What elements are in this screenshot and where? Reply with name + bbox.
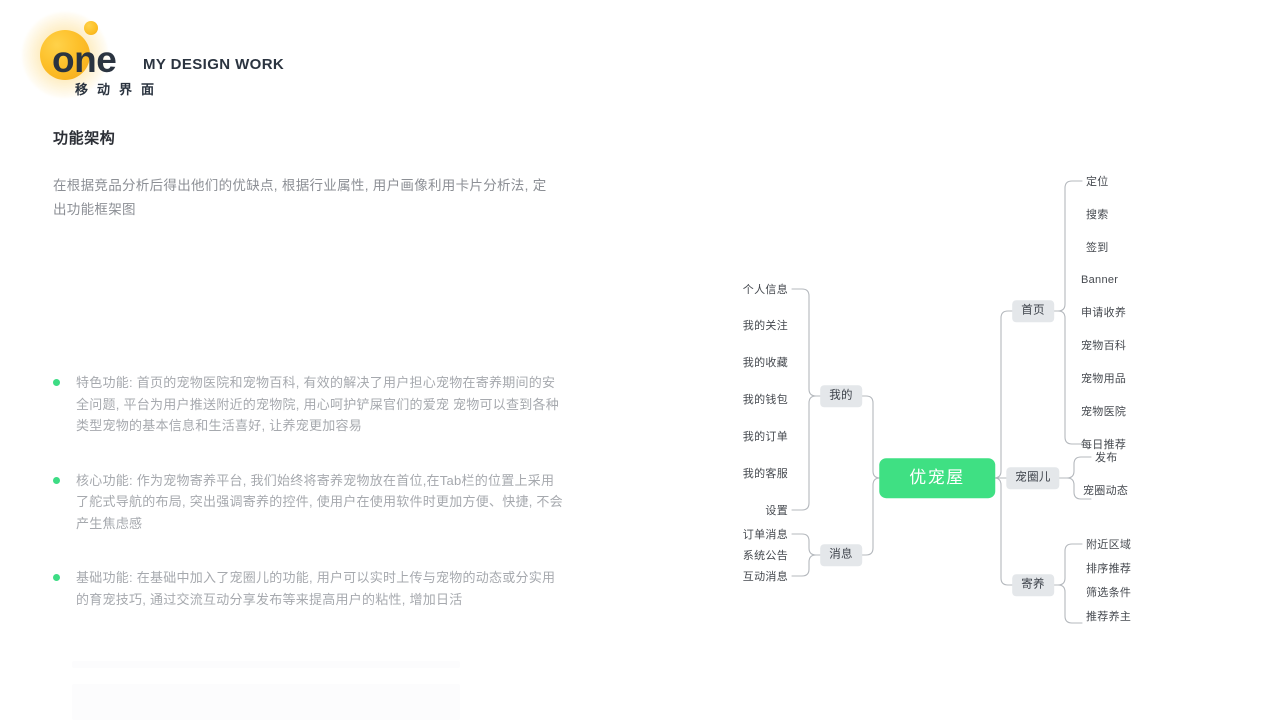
- placeholder-bar: [72, 661, 460, 668]
- mindmap-branch-shouye[interactable]: 首页: [1012, 300, 1054, 322]
- mindmap-leaf[interactable]: 我的钱包: [742, 394, 788, 406]
- section-description: 在根据竞品分析后得出他们的优缺点, 根据行业属性, 用户画像利用卡片分析法, 定…: [53, 178, 547, 217]
- mindmap-leaf[interactable]: 排序推荐: [1086, 563, 1132, 575]
- feature-bullet-list: 特色功能: 首页的宠物医院和宠物百科, 有效的解决了用户担心宠物在寄养期间的安全…: [53, 372, 563, 643]
- mindmap-leaf[interactable]: 筛选条件: [1086, 587, 1132, 599]
- list-item-text: 特色功能: 首页的宠物医院和宠物百科, 有效的解决了用户担心宠物在寄养期间的安全…: [76, 375, 560, 433]
- page-title: 功能架构: [53, 130, 116, 147]
- function-architecture-mindmap: 优宠屋 我的 消息 首页 宠圈儿 寄养 个人信息 我的关注 我的收藏 我的钱包 …: [740, 150, 1280, 650]
- mindmap-leaf[interactable]: 我的客服: [742, 468, 788, 480]
- list-item-text: 核心功能: 作为宠物寄养平台, 我们始终将寄养宠物放在首位,在Tab栏的位置上采…: [76, 472, 563, 531]
- mindmap-leaf[interactable]: 我的收藏: [742, 357, 788, 369]
- brand-logo: one MY DESIGN WORK 移动界面: [22, 8, 322, 98]
- mindmap-leaf[interactable]: 个人信息: [742, 284, 788, 296]
- mindmap-leaf[interactable]: 宠物医院: [1081, 406, 1127, 418]
- mindmap-leaf[interactable]: 订单消息: [742, 529, 788, 541]
- mindmap-branch-xiaoxi[interactable]: 消息: [820, 544, 862, 566]
- mindmap-root-node[interactable]: 优宠屋: [879, 458, 995, 498]
- mindmap-leaf[interactable]: 宠圈动态: [1083, 485, 1129, 497]
- logo-tagline: MY DESIGN WORK: [143, 56, 285, 73]
- mindmap-branch-jiyang[interactable]: 寄养: [1012, 574, 1054, 596]
- list-item: 特色功能: 首页的宠物医院和宠物百科, 有效的解决了用户担心宠物在寄养期间的安全…: [53, 372, 563, 437]
- mindmap-leaf[interactable]: 我的订单: [742, 431, 788, 443]
- mindmap-leaf[interactable]: 每日推荐: [1081, 439, 1127, 451]
- mindmap-branch-wode[interactable]: 我的: [820, 385, 862, 407]
- placeholder-block: [72, 684, 460, 720]
- mindmap-leaf[interactable]: 设置: [765, 505, 788, 517]
- mindmap-leaf[interactable]: 定位: [1086, 176, 1109, 188]
- mindmap-leaf[interactable]: 我的关注: [742, 320, 788, 332]
- mindmap-leaf[interactable]: 签到: [1086, 242, 1109, 254]
- mindmap-leaf[interactable]: 发布: [1095, 452, 1118, 464]
- logo-dot-icon: [84, 21, 98, 35]
- bullet-dot-icon: [53, 379, 60, 386]
- mindmap-leaf[interactable]: 系统公告: [742, 550, 788, 562]
- mindmap-leaf[interactable]: 宠物百科: [1081, 340, 1127, 352]
- mindmap-leaf[interactable]: Banner: [1081, 274, 1119, 286]
- logo-circle-icon: [40, 30, 90, 80]
- mindmap-leaf[interactable]: 申请收养: [1081, 307, 1127, 319]
- list-item: 核心功能: 作为宠物寄养平台, 我们始终将寄养宠物放在首位,在Tab栏的位置上采…: [53, 470, 563, 535]
- mindmap-branch-chongquaner[interactable]: 宠圈儿: [1006, 467, 1060, 489]
- mindmap-leaf[interactable]: 宠物用品: [1081, 373, 1127, 385]
- mindmap-leaf[interactable]: 搜索: [1086, 209, 1109, 221]
- mindmap-leaf[interactable]: 互动消息: [742, 571, 788, 583]
- logo-subtitle: 移动界面: [75, 82, 164, 97]
- mindmap-leaf[interactable]: 推荐养主: [1086, 611, 1132, 623]
- list-item-text: 基础功能: 在基础中加入了宠圈儿的功能, 用户可以实时上传与宠物的动态或分实用的…: [76, 570, 556, 607]
- bullet-dot-icon: [53, 476, 60, 484]
- logo-wordmark: one: [52, 39, 117, 80]
- bullet-dot-icon: [53, 574, 60, 581]
- list-item: 基础功能: 在基础中加入了宠圈儿的功能, 用户可以实时上传与宠物的动态或分实用的…: [53, 567, 563, 610]
- mindmap-leaf[interactable]: 附近区域: [1086, 539, 1132, 551]
